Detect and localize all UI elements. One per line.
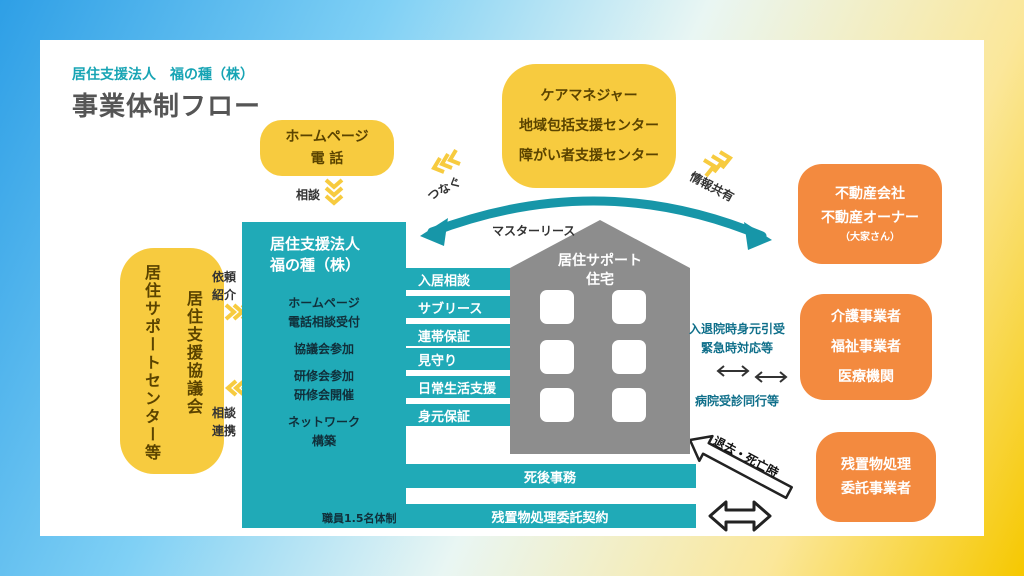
small-double-arrow-1: [716, 365, 750, 377]
house-label: 居住サポート 住宅: [530, 252, 670, 290]
council-box: 居住支援協議会 居住サポートセンター等: [120, 248, 224, 474]
emergency-response-label: 緊急時対応等: [700, 341, 773, 355]
item-network-build: 構築: [311, 434, 336, 448]
medical-institution-label: 医療機関: [838, 369, 894, 385]
exit-arrow: [688, 434, 793, 500]
flow-card: 居住支援法人 福の種（株） 事業体制フロー: [40, 40, 984, 536]
house-window: [540, 340, 574, 374]
hospital-escort-label: 病院受診同行等: [694, 394, 779, 408]
irai-label: 依頼 紹介: [212, 268, 236, 304]
service-residue-contract: 残置物処理委託契約: [404, 504, 696, 528]
care-manager-label: ケアマネジャー: [540, 88, 638, 104]
homepage-phone-box: ホームページ 電 話: [260, 120, 394, 176]
care-manager-box: ケアマネジャー 地域包括支援センター 障がい者支援センター: [502, 64, 676, 188]
service-sublease: サブリース: [404, 296, 510, 318]
house-window: [540, 388, 574, 422]
admission-guarantee-label: 入退院時身元引受: [688, 322, 785, 336]
care-org-notes: 入退院時身元引受 緊急時対応等: [680, 320, 794, 358]
real-estate-company-label: 不動産会社: [835, 186, 905, 202]
residue-label-line2: 委託事業者: [841, 481, 911, 497]
support-center-label: 居住サポートセンター等: [142, 264, 161, 462]
landlord-label: （大家さん）: [840, 232, 900, 243]
staff-label: 職員1.5名体制: [322, 512, 397, 525]
main-org-title-line1: 居住支援法人: [270, 235, 361, 253]
org-name: 居住支援法人 福の種（株）: [72, 67, 254, 83]
master-lease-arrowhead-left: [420, 218, 448, 246]
house-window: [540, 290, 574, 324]
renkei-label-line2: 連携: [212, 424, 237, 438]
item-council: 協議会参加: [293, 342, 354, 356]
info-chevrons: [702, 150, 733, 178]
residue-double-arrow: [708, 500, 772, 532]
council-label: 居住支援協議会: [184, 290, 203, 416]
item-training-host: 研修会開催: [293, 388, 354, 402]
residue-label-line1: 残置物処理: [841, 457, 911, 473]
item-phone-consult: 電話相談受付: [287, 315, 360, 329]
master-lease-label: マスターリース: [492, 224, 576, 238]
small-double-arrow-2: [754, 371, 788, 383]
item-network: ネットワーク: [287, 415, 360, 429]
house-window: [612, 388, 646, 422]
service-daily-life: 日常生活支援: [404, 376, 510, 398]
soudan-chevrons: [324, 178, 344, 206]
house-window: [612, 290, 646, 324]
care-provider-label: 介護事業者: [831, 309, 901, 325]
service-nyukyo: 入居相談: [404, 268, 510, 290]
real-estate-box: 不動産会社 不動産オーナー （大家さん）: [798, 164, 942, 264]
disability-center-label: 障がい者支援センター: [519, 148, 659, 164]
main-org-title: 居住支援法人 福の種（株）: [270, 234, 360, 276]
renkei-label-line1: 相談: [212, 406, 237, 420]
tsunagu-chevrons: [431, 148, 461, 174]
irai-label-line1: 依頼: [212, 270, 237, 284]
real-estate-owner-label: 不動産オーナー: [821, 210, 919, 226]
renkei-label: 相談 連携: [212, 404, 236, 440]
master-lease-arrowhead-right: [744, 222, 772, 250]
phone-label: 電 話: [310, 151, 344, 167]
house-window: [612, 340, 646, 374]
house-label-line1: 居住サポート: [558, 253, 642, 269]
page-title: 事業体制フロー: [72, 92, 262, 122]
residue-box: 残置物処理 委託事業者: [816, 432, 936, 522]
service-identity-guarantee: 身元保証: [404, 404, 510, 426]
item-training-attend: 研修会参加: [293, 369, 354, 383]
main-org-items: ホームページ 電話相談受付 協議会参加 研修会参加 研修会開催 ネットワーク 構…: [242, 294, 406, 451]
service-guarantor: 連帯保証: [404, 324, 510, 346]
item-homepage: ホームページ: [288, 296, 360, 310]
master-lease-arrow: [427, 196, 767, 241]
community-center-label: 地域包括支援センター: [519, 118, 659, 134]
care-org-box: 介護事業者 福祉事業者 医療機関: [800, 294, 932, 400]
welfare-provider-label: 福祉事業者: [831, 339, 901, 355]
soudan-label: 相談: [296, 188, 321, 202]
homepage-label: ホームページ: [285, 129, 369, 145]
main-org-box: 居住支援法人 福の種（株） ホームページ 電話相談受付 協議会参加 研修会参加 …: [242, 222, 406, 528]
irai-label-line2: 紹介: [212, 288, 237, 302]
service-posthumous: 死後事務: [404, 464, 696, 488]
house-label-line2: 住宅: [586, 272, 614, 288]
main-org-title-line2: 福の種（株）: [270, 256, 361, 274]
service-watch: 見守り: [404, 348, 510, 370]
